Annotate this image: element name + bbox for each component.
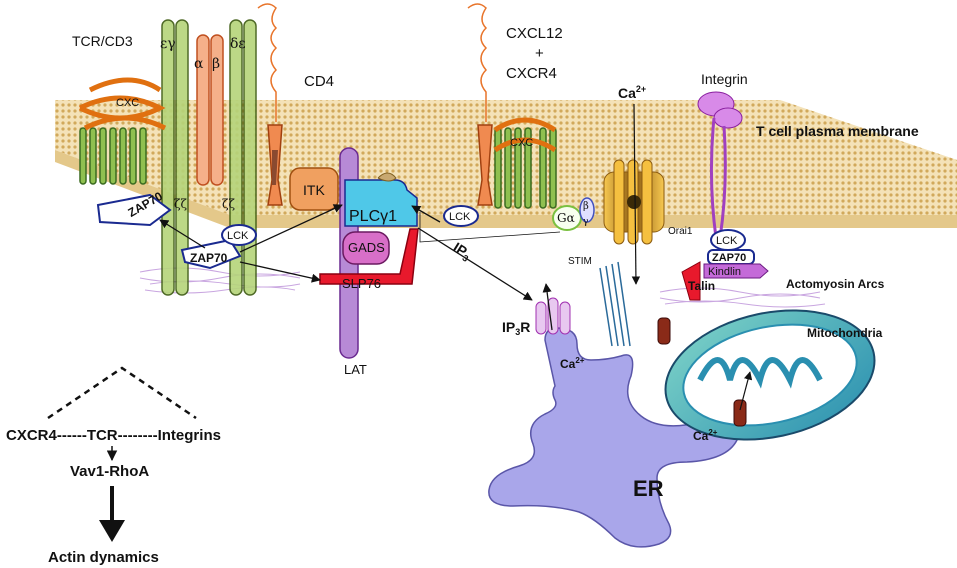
kindlin-block: Kindlin (703, 263, 769, 279)
arrow-zap70-zap70 (159, 219, 206, 249)
delta-eps-label: δε (230, 36, 246, 52)
zeta-left-label: ζζ (174, 197, 188, 211)
ip3r-label: IP3R (502, 319, 530, 337)
zap70-middle-box: ZAP70 (180, 238, 242, 270)
cxcr4-tcr-integrins-label: CXCR4------TCR--------Integrins (6, 427, 221, 444)
vav1-label: Vav1-RhoA (70, 463, 149, 480)
plus-label: + (535, 45, 544, 62)
arrow-ca-mito (739, 371, 753, 411)
cxcr4-label: CXCR4 (506, 65, 557, 82)
arrow-ip3r-ca (542, 283, 553, 331)
lck-cxcr4: LCK (443, 205, 479, 227)
talin-label: Talin (688, 279, 715, 293)
lck-cxcr4-label: LCK (449, 211, 471, 223)
er-organelle (488, 327, 738, 548)
cxc-right-label: CXC (510, 137, 533, 149)
lck-integrin-label: LCK (716, 235, 738, 247)
line-gprotein-plc (419, 212, 561, 243)
slp76-block: SLP76 (319, 228, 419, 291)
itk-block: ITK (289, 167, 339, 211)
cxcl12-ligand (467, 3, 493, 206)
alpha-label: α (194, 56, 204, 72)
arrow-gprotein-plc (411, 205, 441, 223)
cxcl12-label: CXCL12 (506, 25, 563, 42)
membrane-label: T cell plasma membrane (756, 123, 919, 139)
gads-block: GADS (342, 231, 390, 265)
arrow-ip3 (417, 227, 533, 301)
ca2-top-label: Ca2+ (618, 84, 646, 101)
tcr-cd3-label: TCR/CD3 (72, 33, 133, 49)
zap70-upper-box: ZAP70 (96, 189, 172, 227)
cd4-label: CD4 (304, 73, 334, 90)
ggamma-label: γ (583, 217, 588, 227)
ca2-mito-label: Ca2+ (693, 428, 718, 443)
mitochondria-label: Mitochondria (807, 326, 883, 340)
orai1-channel (603, 159, 665, 245)
stim-label: STIM (568, 256, 592, 267)
actin-label: Actin dynamics (48, 549, 159, 566)
beta-label: β (212, 56, 220, 72)
zap70-integrin-label: ZAP70 (712, 252, 746, 264)
orai1-label: Orai1 (668, 226, 693, 237)
eps-gamma-label: εγ (160, 36, 176, 52)
dashed-triangle (47, 366, 197, 420)
mitochondria-organelle (657, 309, 876, 441)
lck-left: LCK (221, 224, 257, 246)
tcr-cd3-complex (161, 19, 257, 296)
svg-text:IP3: IP3 (449, 239, 474, 264)
zap70-middle-label: ZAP70 (190, 251, 228, 265)
er-label: ER (633, 476, 664, 501)
plc-gamma1: PLCγ1 (344, 172, 418, 227)
cxc-left-label: CXC (116, 97, 139, 109)
arrow-zap70-slp76 (239, 261, 321, 283)
lck-left-label: LCK (227, 230, 249, 242)
integrin-label: Integrin (701, 71, 748, 87)
stim-protein (599, 261, 631, 347)
zap70-integrin: ZAP70 (707, 249, 755, 265)
arrow-ca-influx (631, 103, 641, 285)
cd4-receptor (257, 3, 283, 206)
zeta-right-label: ζζ (222, 197, 236, 211)
actomyosin-label: Actomyosin Arcs (786, 277, 885, 291)
itk-label: ITK (303, 182, 325, 198)
gbeta-label: β (583, 201, 589, 212)
ip3-label: IP3 (449, 239, 474, 264)
kindlin-label: Kindlin (708, 266, 741, 278)
galpha-label: Gα (557, 211, 575, 225)
arrow-to-actin-head (99, 520, 125, 542)
integrin-receptor (697, 91, 743, 239)
lck-integrin: LCK (710, 229, 746, 251)
plc-label: PLCγ1 (349, 208, 397, 225)
arrow-zap70-plc (239, 204, 343, 253)
g-protein: Gα β γ (552, 197, 595, 231)
cxcr4-left-receptor (79, 127, 147, 185)
ip3r-channel (535, 297, 571, 335)
talin-shape (681, 261, 701, 301)
gads-label: GADS (348, 240, 385, 255)
cxc-chain-left (78, 77, 167, 131)
lat-label: LAT (344, 362, 367, 377)
actin-mesh-right (659, 287, 826, 308)
slp76-label: SLP76 (342, 276, 381, 291)
ca2-er-label: Ca2+ (560, 356, 585, 371)
cxc-chain-right (493, 117, 557, 153)
